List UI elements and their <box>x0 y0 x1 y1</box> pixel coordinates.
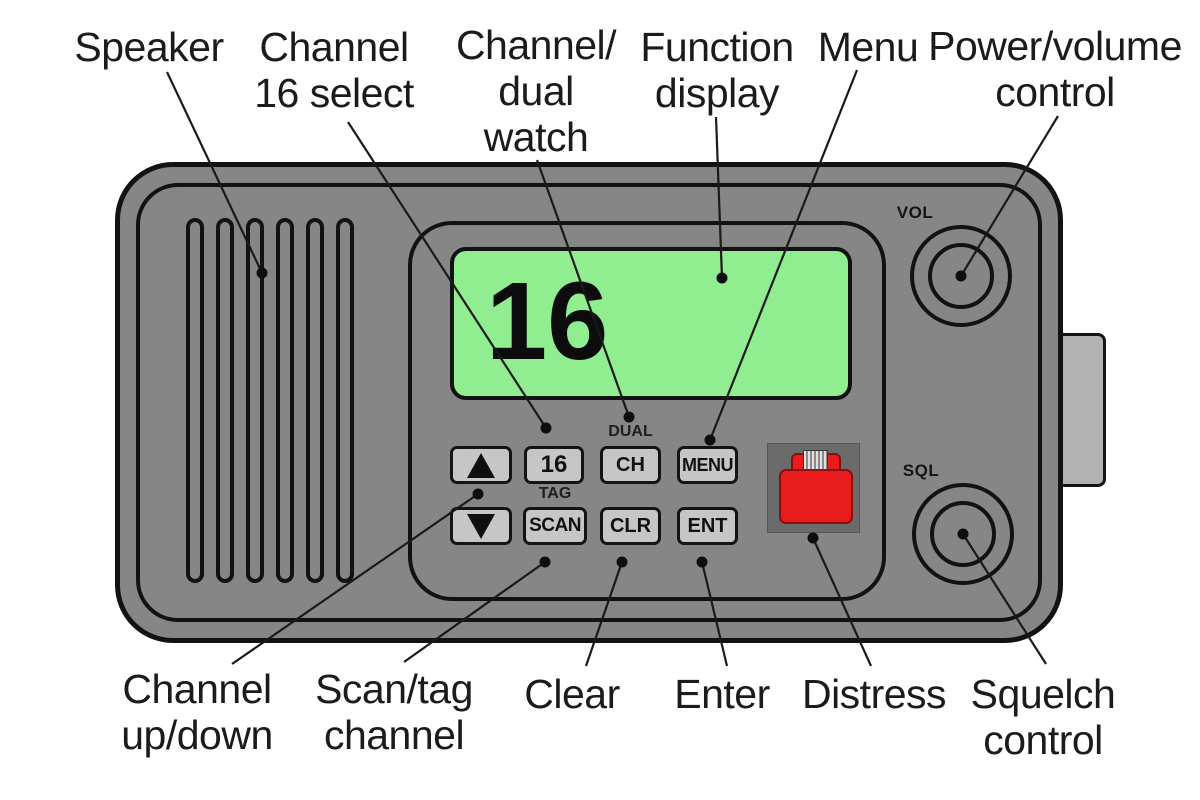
speaker-slot <box>246 218 264 583</box>
callout-channel-16-select-line2: 16 select <box>254 70 414 116</box>
callout-function-display: Function display <box>640 24 794 116</box>
down-arrow-icon <box>467 513 495 539</box>
up-arrow-icon <box>467 452 495 478</box>
speaker-slot <box>186 218 204 583</box>
callout-channel-dual-watch-line3: watch <box>483 114 589 160</box>
speaker-slot <box>216 218 234 583</box>
menu-button[interactable]: MENU <box>677 446 738 484</box>
distress-button-body <box>779 469 853 524</box>
dual-label: DUAL <box>608 423 653 440</box>
callout-clear: Clear <box>524 671 620 717</box>
callout-scan-tag-channel-line1: Scan/tag <box>315 666 473 712</box>
callout-distress-line1: Distress <box>801 671 947 717</box>
callout-channel-dual-watch-line2: dual <box>498 68 574 114</box>
callout-menu-line1: Menu <box>817 24 919 70</box>
speaker-slot <box>306 218 324 583</box>
callout-channel-up-down-line1: Channel <box>122 666 272 712</box>
callout-squelch-control: Squelch control <box>971 671 1116 763</box>
callout-channel-dual-watch-line1: Channel/ <box>455 22 617 68</box>
control-panel: 16 DUAL TAG 16 CH MENU SCAN CLR ENT <box>408 221 886 601</box>
callout-channel-up-down-line2: up/down <box>121 712 273 758</box>
callout-function-display-line1: Function <box>640 24 794 70</box>
callout-speaker: Speaker <box>74 24 224 70</box>
callout-power-volume-line2: control <box>995 69 1115 115</box>
distress-clip <box>803 450 828 470</box>
callout-power-volume-line1: Power/volume <box>928 23 1182 69</box>
sql-label: SQL <box>902 461 940 480</box>
callout-squelch-control-line2: control <box>983 717 1103 763</box>
callout-function-display-line2: display <box>654 70 780 116</box>
callout-clear-line1: Clear <box>524 671 620 717</box>
lcd-display: 16 <box>450 247 852 400</box>
sql-knob-inner <box>930 501 996 567</box>
speaker-slot <box>276 218 294 583</box>
channel-up-button[interactable] <box>450 446 512 484</box>
vol-knob-inner <box>928 243 994 309</box>
channel-down-button[interactable] <box>450 507 512 545</box>
callout-menu: Menu <box>818 24 919 70</box>
callout-channel-16-select-line1: Channel <box>259 24 409 70</box>
callout-distress: Distress <box>801 671 947 717</box>
callout-scan-tag-channel: Scan/tag channel <box>315 666 473 758</box>
channel-16-button[interactable]: 16 <box>524 446 584 484</box>
callout-squelch-control-line1: Squelch <box>970 671 1116 717</box>
distress-button[interactable] <box>779 450 853 524</box>
scan-button[interactable]: SCAN <box>523 507 587 545</box>
callout-speaker-line1: Speaker <box>74 24 224 70</box>
radio-body: 16 DUAL TAG 16 CH MENU SCAN CLR ENT <box>115 162 1063 643</box>
ch-button[interactable]: CH <box>600 446 661 484</box>
sql-knob[interactable] <box>912 483 1014 585</box>
callout-power-volume: Power/volume control <box>928 23 1182 115</box>
speaker-slot <box>336 218 354 583</box>
vol-label: VOL <box>896 203 934 222</box>
callout-channel-dual-watch: Channel/ dual watch <box>455 22 617 160</box>
distress-recess <box>767 443 860 533</box>
callout-enter: Enter <box>674 671 770 717</box>
callout-channel-16-select: Channel 16 select <box>254 24 414 116</box>
callout-channel-up-down: Channel up/down <box>121 666 273 758</box>
clr-button[interactable]: CLR <box>600 507 661 545</box>
vol-knob[interactable] <box>910 225 1012 327</box>
display-channel-value: 16 <box>486 260 609 383</box>
ent-button[interactable]: ENT <box>677 507 738 545</box>
callout-enter-line1: Enter <box>674 671 770 717</box>
tag-label: TAG <box>538 485 572 502</box>
callout-scan-tag-channel-line2: channel <box>323 712 465 758</box>
